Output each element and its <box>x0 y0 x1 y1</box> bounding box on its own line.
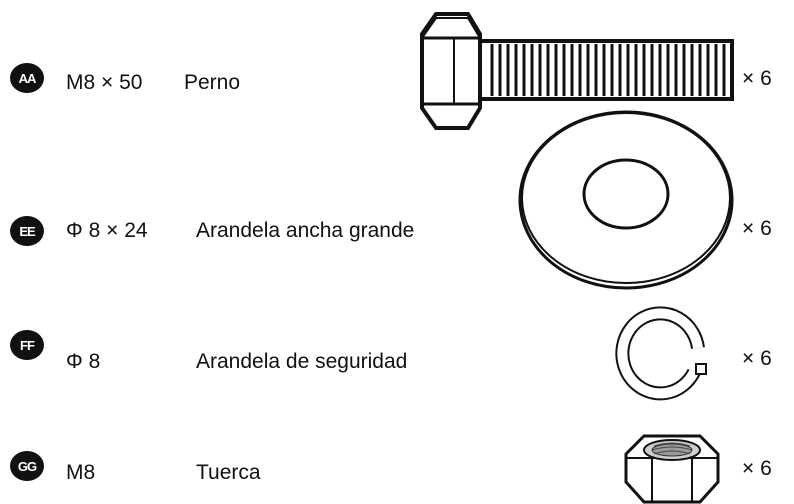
lock-washer-icon <box>615 306 707 401</box>
part-quantity: × 6 <box>742 347 772 370</box>
part-row-hex-nut: GG M8 Tuerca <box>0 440 794 500</box>
flat-washer-icon <box>518 110 734 290</box>
part-spec: M8 × 50 <box>66 71 143 94</box>
bolt-icon <box>420 12 734 130</box>
part-name: Tuerca <box>196 461 261 484</box>
part-row-flat-washer: EE Φ 8 × 24 Arandela ancha grande <box>0 200 794 260</box>
hex-nut-icon <box>624 434 720 504</box>
part-row-lock-washer: FF Φ 8 Arandela de seguridad <box>0 330 794 390</box>
part-quantity: × 6 <box>742 217 772 240</box>
part-row-bolt: AA M8 × 50 Perno <box>0 50 794 110</box>
part-name: Perno <box>184 71 241 94</box>
part-quantity: × 6 <box>742 67 772 90</box>
part-spec: M8 <box>66 461 96 484</box>
part-spec: Φ 8 <box>66 350 101 373</box>
part-name: Arandela ancha grande <box>196 219 415 242</box>
part-code-badge: GG <box>10 451 44 481</box>
part-spec: Φ 8 × 24 <box>66 219 148 242</box>
part-code-badge: AA <box>10 63 44 93</box>
part-quantity: × 6 <box>742 457 772 480</box>
part-name: Arandela de seguridad <box>196 350 408 373</box>
part-code-badge: FF <box>10 330 44 360</box>
part-code-badge: EE <box>10 216 44 246</box>
